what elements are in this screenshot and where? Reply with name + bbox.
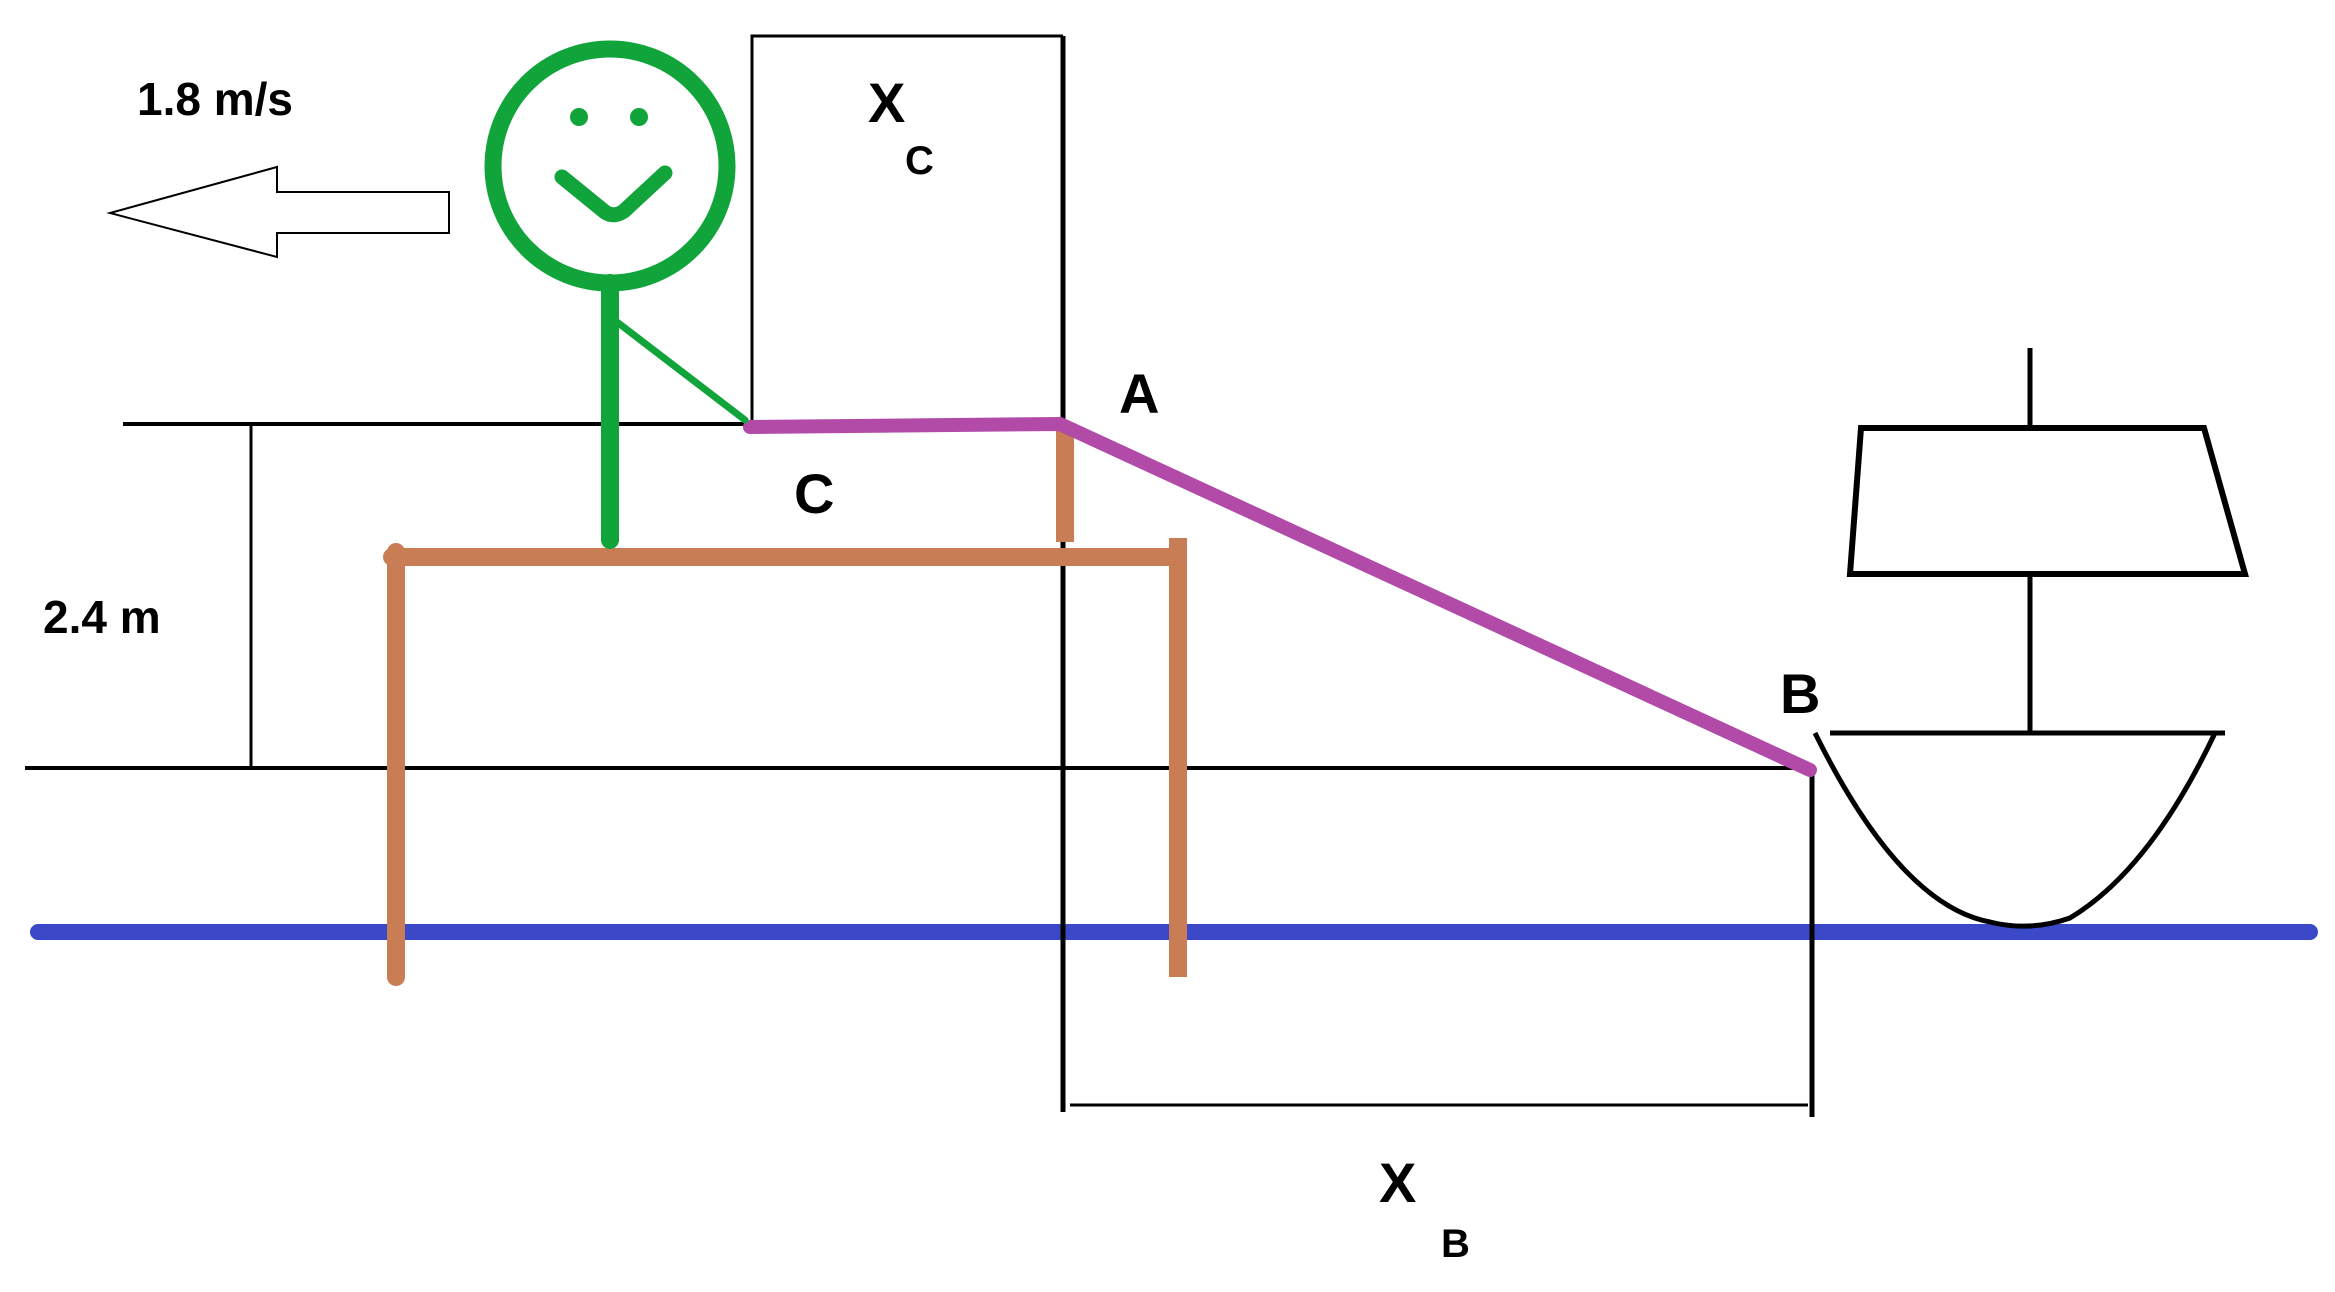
- boat-sail: [1846, 425, 2249, 577]
- person-smile: [554, 165, 673, 223]
- speed-label: 1.8 m/s: [137, 73, 293, 125]
- point-b-label: B: [1780, 662, 1820, 725]
- person-eye-left: [570, 108, 588, 126]
- xb-label: X: [1379, 1151, 1416, 1214]
- person-eye-right: [630, 108, 648, 126]
- left-arrow-icon: [106, 165, 450, 259]
- person-icon: [484, 40, 749, 549]
- xb-subscript: B: [1441, 1222, 1470, 1266]
- point-a-label: A: [1119, 362, 1159, 425]
- slide: [743, 417, 1817, 777]
- xc-bracket: [750, 34, 1063, 424]
- person-arm: [613, 318, 749, 424]
- platform: [383, 424, 1187, 986]
- xc-subscript: C: [905, 139, 934, 183]
- height-label: 2.4 m: [43, 591, 161, 643]
- person-head: [484, 40, 736, 292]
- xc-label: X: [868, 71, 905, 134]
- point-c-label: C: [794, 462, 834, 525]
- boat-icon: [1812, 348, 2249, 929]
- boat-hull: [1812, 731, 2218, 929]
